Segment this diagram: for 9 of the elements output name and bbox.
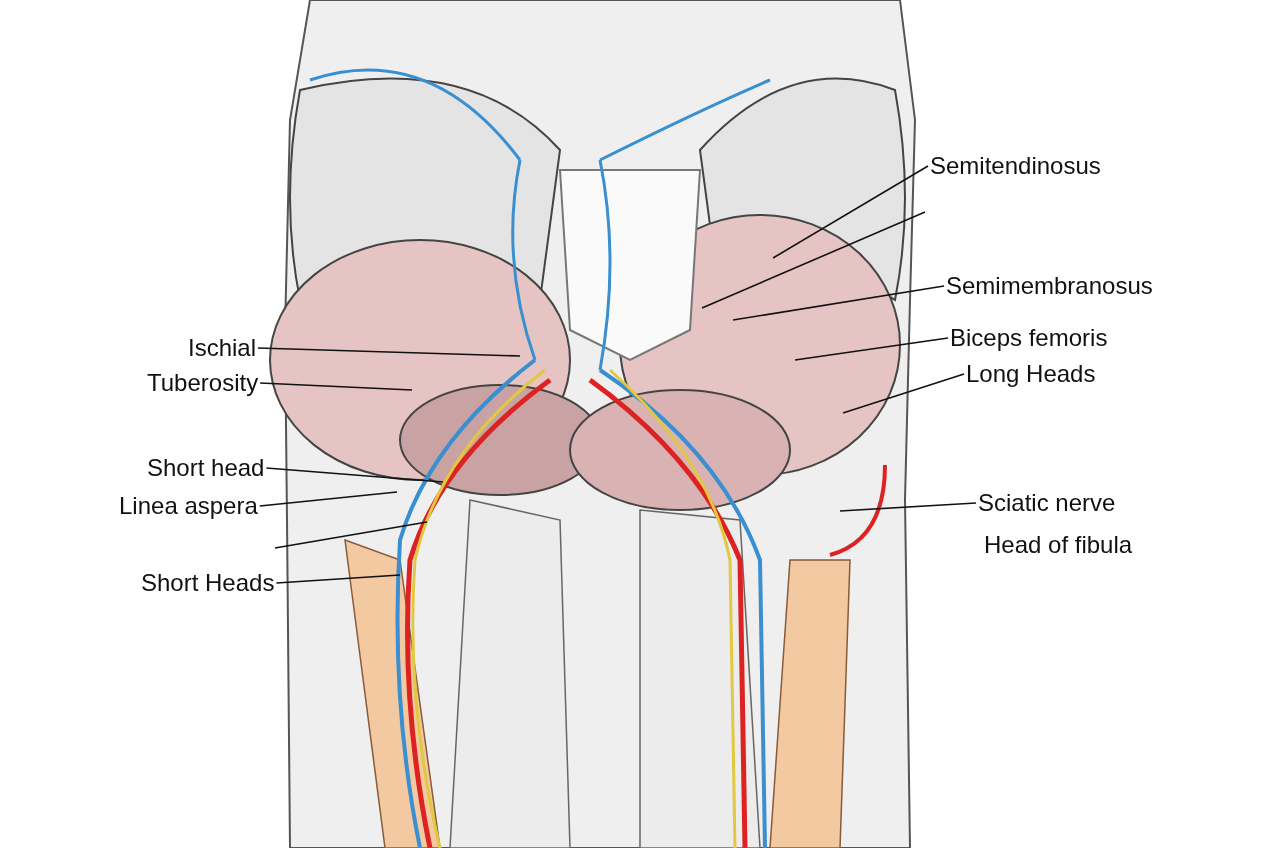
leader-line <box>259 382 413 391</box>
leader-line <box>258 491 398 507</box>
leader-line <box>794 337 949 361</box>
part-label: Head of fibula <box>984 531 1133 559</box>
leader-line <box>839 502 977 512</box>
leader-line <box>257 347 521 357</box>
leader-line <box>772 165 929 259</box>
leader-line <box>732 285 945 321</box>
leader-line <box>842 373 965 414</box>
